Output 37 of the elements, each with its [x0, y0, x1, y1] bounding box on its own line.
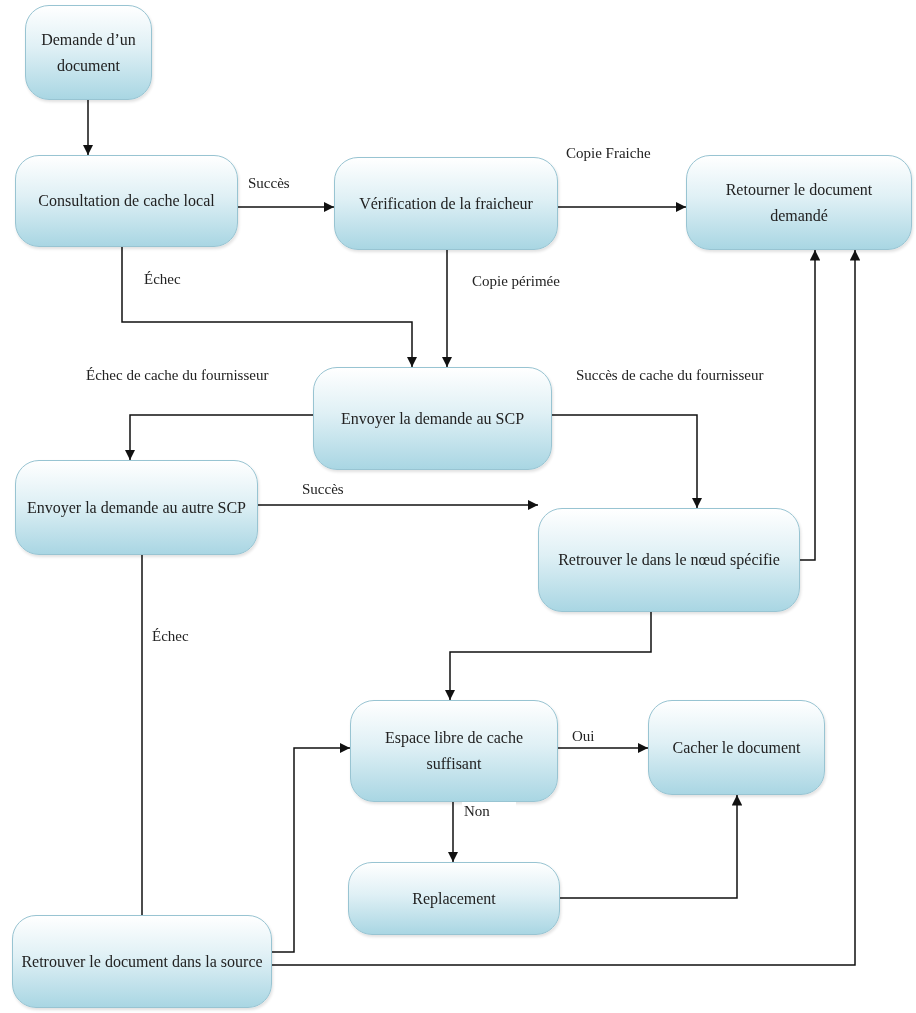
node-text: Retrouver le document dans la source [21, 951, 263, 972]
node-text: Cacher le document [672, 737, 801, 758]
process-box [334, 157, 558, 250]
node-text: Consultation de cache local [38, 191, 215, 212]
node-text: Envoyer la demande au autre SCP [26, 497, 246, 519]
arrow [271, 742, 351, 953]
process-box [25, 5, 152, 100]
arrow [799, 249, 821, 561]
arrow [557, 742, 649, 754]
node-text: Espace libre de cache suffisant [383, 728, 525, 774]
process-box [648, 700, 825, 795]
process-box [538, 508, 800, 612]
arrow [557, 201, 687, 213]
process-box [350, 700, 558, 802]
node-text: Replacement [412, 888, 496, 910]
node-text: Vérification de la fraicheur [359, 193, 533, 214]
process-box [12, 915, 272, 1008]
arrow [559, 794, 743, 899]
arrow [271, 249, 861, 966]
arrow [237, 201, 335, 213]
process-box [15, 155, 238, 247]
arrow [121, 246, 418, 368]
node-text: Retrouver le dans le nœud spécifie [558, 550, 780, 571]
arrow [444, 611, 652, 701]
node-text: Envoyer la demande au SCP [340, 408, 525, 430]
arrow [257, 499, 539, 511]
node-text: Demande d’un document [40, 29, 137, 76]
process-box [15, 460, 258, 555]
arrow [447, 801, 459, 863]
arrow [82, 99, 94, 156]
node-text: Retourner le document demandé [724, 179, 874, 226]
process-box [313, 367, 552, 470]
process-box [348, 862, 560, 935]
arrow [124, 414, 314, 461]
arrow [441, 249, 453, 368]
arrow [551, 414, 703, 509]
process-box [686, 155, 912, 250]
